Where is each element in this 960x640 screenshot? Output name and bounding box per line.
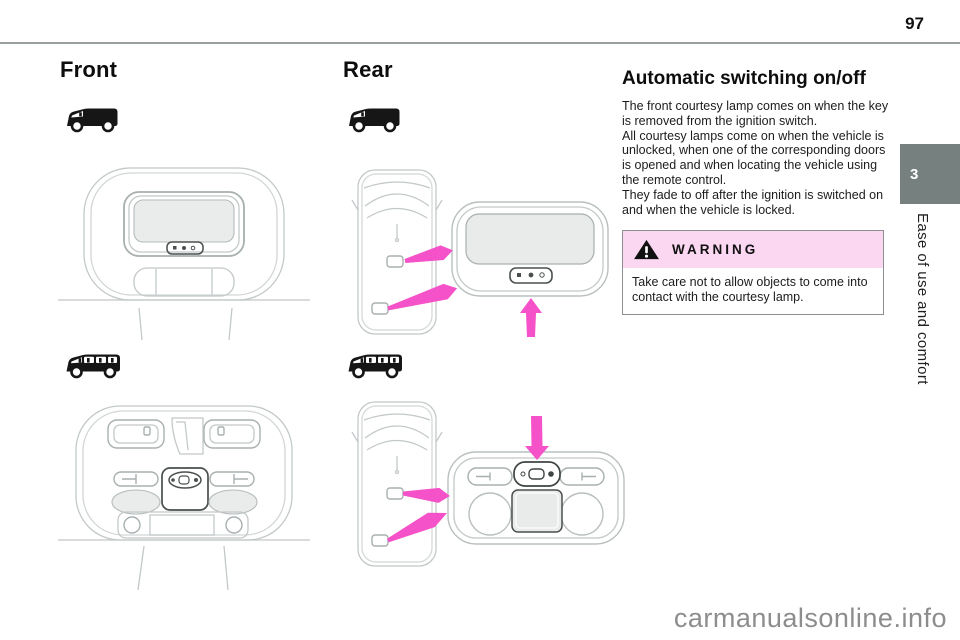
warning-box: WARNING Take care not to allow objects t…	[622, 230, 884, 315]
rear-courtesy-lamp-illustration	[351, 169, 609, 337]
chapter-tab: 3	[900, 144, 960, 204]
callout-arrow	[387, 283, 458, 311]
article-body: The front courtesy lamp comes on when th…	[622, 99, 897, 217]
callout-arrow	[404, 245, 453, 263]
minivan-icon	[65, 353, 122, 379]
article-line: the remote control.	[622, 172, 727, 187]
article-line: is opened and when locating the vehicle …	[622, 158, 878, 173]
article-line: unlocked, when one of the corresponding …	[622, 143, 886, 158]
rear-overhead-console-illustration	[351, 401, 625, 567]
article-line: is removed from the ignition switch.	[622, 113, 818, 128]
warning-body: Take care not to allow objects to come i…	[623, 268, 883, 314]
rear-section-heading: Rear	[343, 57, 393, 82]
minivan-icon	[347, 353, 404, 379]
front-section-heading: Front	[60, 57, 118, 82]
callout-arrow	[387, 512, 447, 543]
chapter-title-vertical: Ease of use and comfort	[914, 213, 931, 385]
article-heading: Automatic switching on/off	[622, 68, 866, 89]
cargo-van-icon	[347, 107, 401, 133]
article-line: They fade to off after the ignition is s…	[622, 187, 884, 202]
chapter-number: 3	[910, 165, 919, 183]
watermark: carmanualsonline.info	[673, 603, 947, 633]
front-courtesy-lamp-illustration	[58, 167, 310, 341]
down-arrow	[525, 416, 549, 460]
page-number: 97	[905, 14, 924, 33]
warning-line: Take care not to allow objects to come i…	[632, 275, 868, 289]
article-line: The front courtesy lamp comes on when th…	[622, 99, 889, 113]
warning-title: WARNING	[672, 242, 759, 257]
article-line: and when the vehicle is locked.	[622, 202, 796, 217]
cargo-van-icon	[65, 107, 119, 133]
warning-header: WARNING	[623, 231, 883, 268]
up-arrow	[520, 298, 542, 337]
front-overhead-console-illustration	[58, 405, 310, 591]
callout-arrow	[402, 487, 450, 503]
warning-triangle-icon	[634, 239, 659, 260]
header-rule	[0, 42, 960, 44]
article-line: All courtesy lamps come on when the vehi…	[622, 128, 884, 143]
warning-line: contact with the courtesy lamp.	[632, 290, 804, 304]
